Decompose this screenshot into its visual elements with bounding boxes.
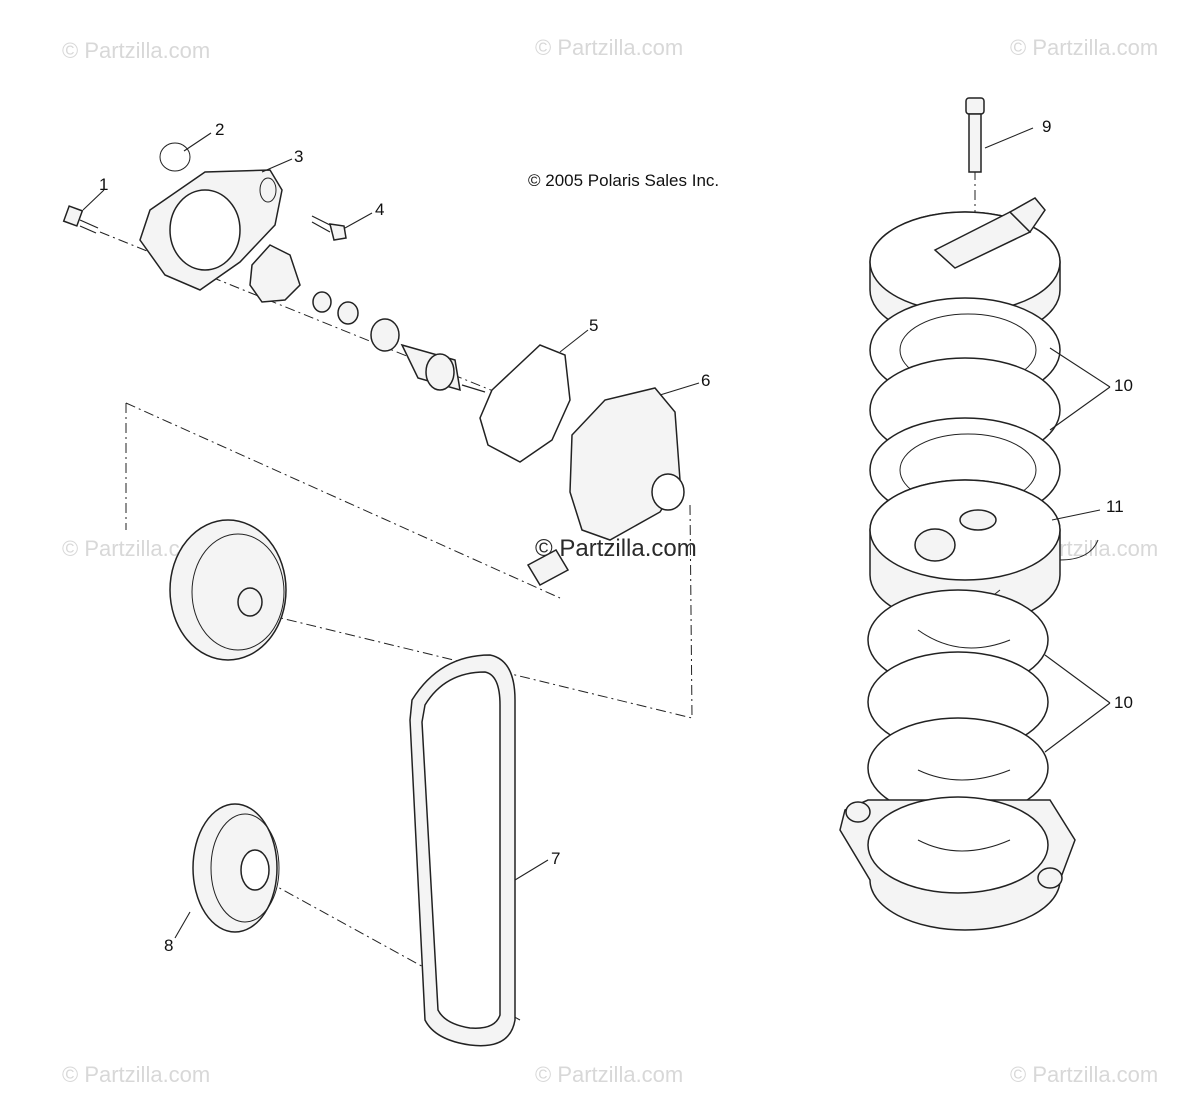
callout-6: 6 [701, 371, 710, 390]
watermark-bottom-left: © Partzilla.com [62, 1062, 210, 1087]
impeller [249, 244, 301, 303]
watermark-bottom-center: © Partzilla.com [535, 1062, 683, 1087]
callout-11: 11 [1106, 497, 1124, 516]
callout-9: 9 [1042, 117, 1051, 136]
callout-labels: 1 2 3 4 5 6 7 8 9 10 11 10 [99, 117, 1133, 955]
pump-body-part-11 [869, 479, 1099, 626]
callout-1: 1 [99, 175, 108, 194]
water-pump-assembly [62, 142, 685, 586]
pump-shaft [400, 343, 486, 393]
callout-10-lower: 10 [1114, 693, 1133, 712]
pulley-part-8 [192, 803, 280, 933]
fuel-pump-base [839, 796, 1076, 931]
callout-3: 3 [294, 147, 303, 166]
bolt-part-4 [311, 215, 347, 241]
leader-lines [82, 127, 1111, 939]
callout-5: 5 [589, 316, 598, 335]
callout-7: 7 [551, 849, 560, 868]
screw-part-9 [965, 97, 985, 173]
watermark-bottom-right: © Partzilla.com [1010, 1062, 1158, 1087]
seal [337, 301, 359, 325]
seal [312, 291, 332, 313]
callout-8: 8 [164, 936, 173, 955]
watermark-top-center: © Partzilla.com [535, 35, 683, 60]
callout-2: 2 [215, 120, 224, 139]
drive-belt-part-7 [409, 654, 516, 1047]
watermark-top-right: © Partzilla.com [1010, 35, 1158, 60]
fuel-pump-assembly [839, 97, 1099, 931]
copyright-text: © 2005 Polaris Sales Inc. [528, 171, 719, 190]
drive-pulley [169, 519, 287, 661]
callout-4: 4 [375, 200, 384, 219]
watermark-top-left: © Partzilla.com [62, 38, 210, 63]
gasket-part-5 [479, 344, 571, 463]
o-ring-part-2 [159, 142, 191, 172]
bearing [370, 318, 400, 352]
drive-assembly [125, 402, 693, 1047]
callout-10-upper: 10 [1114, 376, 1133, 395]
pump-housing-part-6 [526, 387, 685, 586]
bolt-part-1 [62, 205, 99, 234]
watermark-center: © Partzilla.com [535, 535, 697, 562]
pump-cover-part-3 [139, 169, 283, 291]
